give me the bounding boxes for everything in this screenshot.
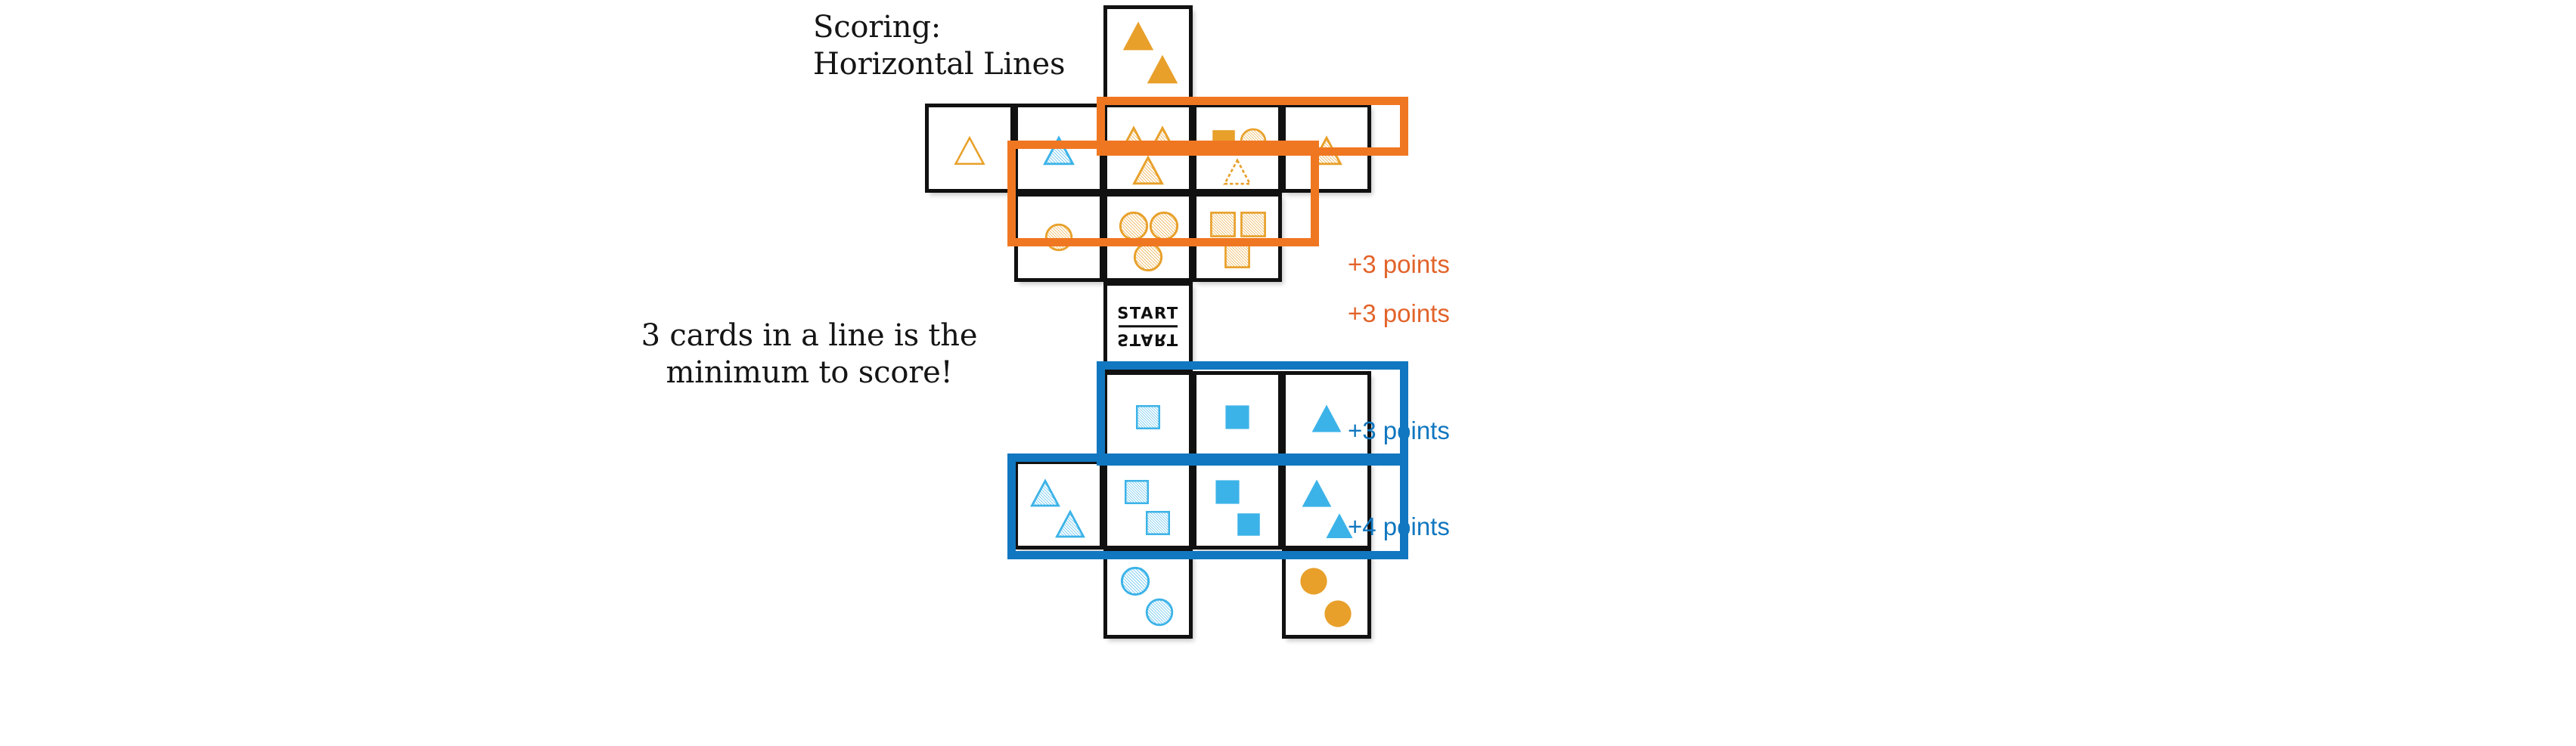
start-label-bottom: START — [1117, 330, 1179, 349]
shape-circle-solid-orange — [1300, 568, 1327, 595]
card-face — [929, 107, 1010, 189]
shape-square-solid-blue — [1215, 480, 1240, 504]
card-r3-c4-three-squares[interactable] — [1193, 193, 1282, 282]
points-label-blue-2: +4 points — [1348, 512, 1450, 540]
shape-triangle-solid-orange — [1147, 54, 1178, 84]
points-label-orange-1: +3 points — [1348, 250, 1450, 278]
card-face — [1107, 375, 1189, 457]
card-face: START START — [1107, 286, 1189, 367]
points-label-orange-2: +3 points — [1348, 299, 1450, 327]
shape-triangle-solid-blue — [1311, 404, 1342, 432]
card-start[interactable]: START START — [1103, 282, 1193, 371]
card-r6-c5-two-triangles[interactable] — [1282, 460, 1371, 549]
card-face — [1196, 197, 1278, 278]
shape-triangle-solid-blue — [1326, 513, 1353, 539]
card-face — [1018, 464, 1100, 546]
card-face — [1286, 464, 1367, 546]
card-r6-c2-two-triangles[interactable] — [1014, 460, 1103, 549]
card-r2-c1-open-triangle[interactable] — [925, 104, 1014, 193]
highlight-orange-line-lower — [1007, 141, 1319, 246]
shape-triangle-hatch-blue — [1043, 135, 1075, 166]
card-r5-c5-solid-triangle[interactable] — [1282, 371, 1371, 460]
shape-triangle-solid-blue — [1302, 479, 1332, 507]
card-face — [1018, 107, 1100, 189]
shape-square-hatch-orange — [1240, 211, 1266, 237]
shape-square-hatch-blue — [1145, 510, 1170, 535]
card-face — [1196, 464, 1278, 546]
card-face — [1286, 553, 1367, 635]
shape-triangle-dashed-orange — [1223, 158, 1252, 185]
card-r5-c3-hatch-square[interactable] — [1103, 371, 1193, 460]
shape-circle-hatch-blue — [1145, 598, 1174, 626]
shape-circle-solid-orange — [1324, 600, 1352, 627]
shape-square-solid-blue — [1225, 405, 1249, 429]
card-r7-c5-orange-circles[interactable] — [1282, 549, 1371, 639]
start-divider — [1119, 325, 1178, 328]
card-face — [1107, 553, 1189, 635]
start-marker: START START — [1107, 303, 1189, 350]
card-r6-c3-two-squares[interactable] — [1103, 460, 1193, 549]
card-face — [1107, 9, 1189, 101]
card-r5-c4-solid-square[interactable] — [1193, 371, 1282, 460]
highlight-blue-line-lower — [1007, 453, 1408, 559]
card-face — [1196, 375, 1278, 457]
shape-triangle-hatch-blue — [1029, 478, 1060, 507]
card-face — [1107, 464, 1189, 546]
shape-square-hatch-orange — [1209, 211, 1236, 237]
shape-square-hatch-blue — [1124, 479, 1149, 504]
page-title: Scoring: Horizontal Lines — [813, 10, 1066, 82]
shape-triangle-hatch-blue — [1055, 509, 1086, 538]
points-label-blue-1: +3 points — [1348, 416, 1450, 444]
highlight-blue-line-upper — [1097, 361, 1408, 466]
start-label-top: START — [1117, 304, 1179, 323]
card-top-triangles[interactable] — [1103, 5, 1193, 104]
highlight-orange-line-upper — [1097, 97, 1408, 156]
card-r6-c4-two-solid-squares[interactable] — [1193, 460, 1282, 549]
shape-triangle-solid-orange — [1122, 21, 1154, 51]
card-r7-c3-blue-circles[interactable] — [1103, 549, 1193, 639]
shape-triangle-hatch-orange — [1132, 155, 1164, 185]
minimum-note: 3 cards in a line is the minimum to scor… — [641, 318, 978, 390]
card-face — [1286, 375, 1367, 457]
shape-square-solid-blue — [1237, 513, 1260, 536]
shape-square-hatch-blue — [1135, 405, 1161, 430]
shape-circle-hatch-blue — [1120, 566, 1150, 596]
shape-triangle-outline-orange — [954, 136, 985, 166]
card-r3-c2-one-circle[interactable] — [1014, 193, 1103, 282]
